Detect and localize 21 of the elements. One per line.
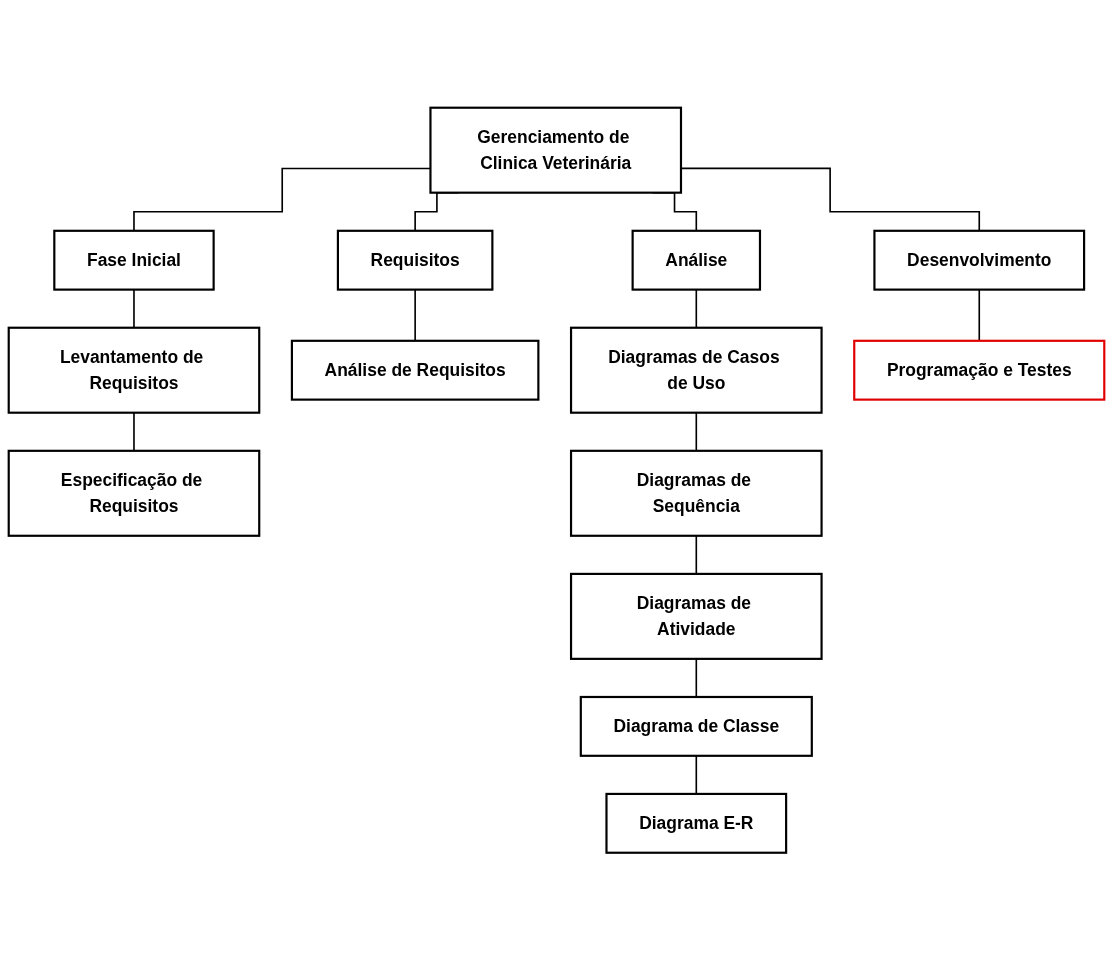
node-box: Diagramas de Sequência <box>569 450 823 538</box>
node-box: Levantamento de Requisitos <box>7 326 261 415</box>
node-box: Programação e Testes <box>853 340 1106 401</box>
connector <box>414 289 416 342</box>
node-box: Especificação de Requisitos <box>7 450 261 538</box>
node-box: Análise <box>631 229 762 291</box>
node-box: Requisitos <box>336 229 494 291</box>
connector <box>695 289 698 329</box>
node-box: Gerenciamento de Clinica Veterinária <box>429 106 683 195</box>
node-box: Análise de Requisitos <box>290 340 540 401</box>
connector <box>978 289 981 342</box>
node-box: Diagramas de Atividade <box>569 573 823 661</box>
node-box: Diagramas de Casos de Uso <box>569 326 823 415</box>
node-box: Diagrama de Classe <box>579 696 813 758</box>
connector <box>695 412 698 452</box>
node-box: Fase Inicial <box>53 229 215 291</box>
connector <box>133 289 135 329</box>
node-box: Desenvolvimento <box>873 229 1086 291</box>
node-box: Diagrama E-R <box>605 793 788 855</box>
connector <box>133 412 135 452</box>
connector <box>680 167 981 232</box>
